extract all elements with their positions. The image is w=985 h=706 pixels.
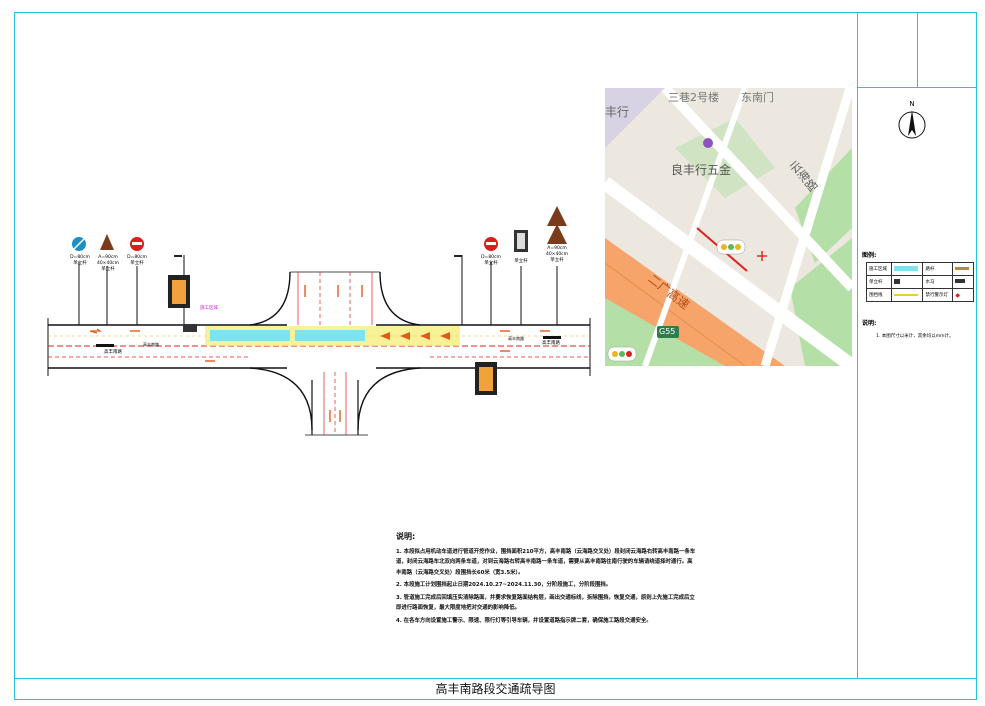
construction-tag: 施工区域 <box>200 306 218 311</box>
sign-posts-left <box>78 255 185 325</box>
legend-label: 围挡线 <box>866 288 892 302</box>
title-block-divider <box>857 87 977 88</box>
road-diagonal <box>605 177 852 366</box>
warning-triangle-sign-icon-right <box>547 206 567 226</box>
drawing-title: 高丰南路段交通疏导图 <box>14 678 977 700</box>
note-item: 1. 本段拟占用机动车道进行管道开挖作业，围挡面积210平方，高丰南路（云海路交… <box>396 548 696 576</box>
location-map: 三巷2号楼 东南门 丰行 良丰行五金 云海路 二广高速 G55 <box>605 88 852 366</box>
legend-label: 禁行警示灯 <box>922 288 954 302</box>
note-item: 2. 本段施工计划围挡起止日期2024.10.27~2024.11.30，分阶段… <box>396 582 612 588</box>
work-area-left <box>210 330 290 341</box>
legend-label: 施工区域 <box>866 262 892 276</box>
expressway <box>605 238 785 366</box>
legend-swatch-cyan <box>890 262 924 276</box>
road-name-right: 高丰南路 <box>542 341 560 346</box>
poi-shop-icon <box>703 138 713 148</box>
post-icon <box>890 275 924 289</box>
notes-block: 说明: 1. 本段拟占用机动车道进行管道开挖作业，围挡面积210平方，高丰南路（… <box>396 532 696 628</box>
corner-curve-sw <box>249 367 313 431</box>
map-label-route: G55 <box>659 327 676 336</box>
legend-title: 图例: <box>862 252 877 259</box>
sign-posts-right <box>461 255 558 325</box>
legend-label: 水马 <box>922 275 954 289</box>
title-block-tick <box>917 12 918 87</box>
barrier-icon <box>952 275 974 289</box>
compass-label: N <box>909 100 914 108</box>
map-label-building: 三巷2号楼 <box>668 91 719 104</box>
legend-line-yellow <box>890 288 924 302</box>
drawing-frame <box>14 12 977 700</box>
road-name-left: 高丰南路 <box>104 350 122 355</box>
corner-curve-nw <box>249 271 291 326</box>
map-label-gate: 东南门 <box>741 91 774 104</box>
note-item: 4. 在各车方向设置施工警示、限速、限行灯等引导车辆，并设置道路指示牌二套，确保… <box>396 617 652 624</box>
corner-curve-ne <box>379 271 421 326</box>
compass-icon: N <box>898 100 926 139</box>
legend-label: 路杆 <box>922 262 954 276</box>
side-note: 1. 本图尺寸以米计，其余均以mm计。 <box>876 334 954 339</box>
cone-icon <box>952 262 974 276</box>
red-arrow-icon: ◆ <box>952 288 974 302</box>
work-area-right <box>295 330 365 341</box>
map-label-shop: 良丰行五金 <box>671 163 732 177</box>
notes-heading: 说明: <box>396 532 416 541</box>
corner-curve-se <box>357 367 421 431</box>
map-label-fragment: 丰行 <box>605 105 630 119</box>
side-note-title: 说明: <box>862 320 877 327</box>
title-block-column <box>857 12 977 678</box>
legend-table: 施工区域 路杆 单立杆 水马 围挡线 禁行警示灯 ◆ <box>866 262 974 302</box>
right-marker: 高丰南路 <box>508 336 524 341</box>
sign-label-5: 单立杆 <box>514 259 528 264</box>
note-item: 3. 管道施工完成后回填压实清除路面，并要求恢复路面结构层，画出交通标线，拆除围… <box>396 594 695 612</box>
legend-label: 单立杆 <box>866 275 892 289</box>
warning-triangle-sign-icon <box>100 234 114 250</box>
left-marker: 高丰南路 <box>143 342 159 347</box>
